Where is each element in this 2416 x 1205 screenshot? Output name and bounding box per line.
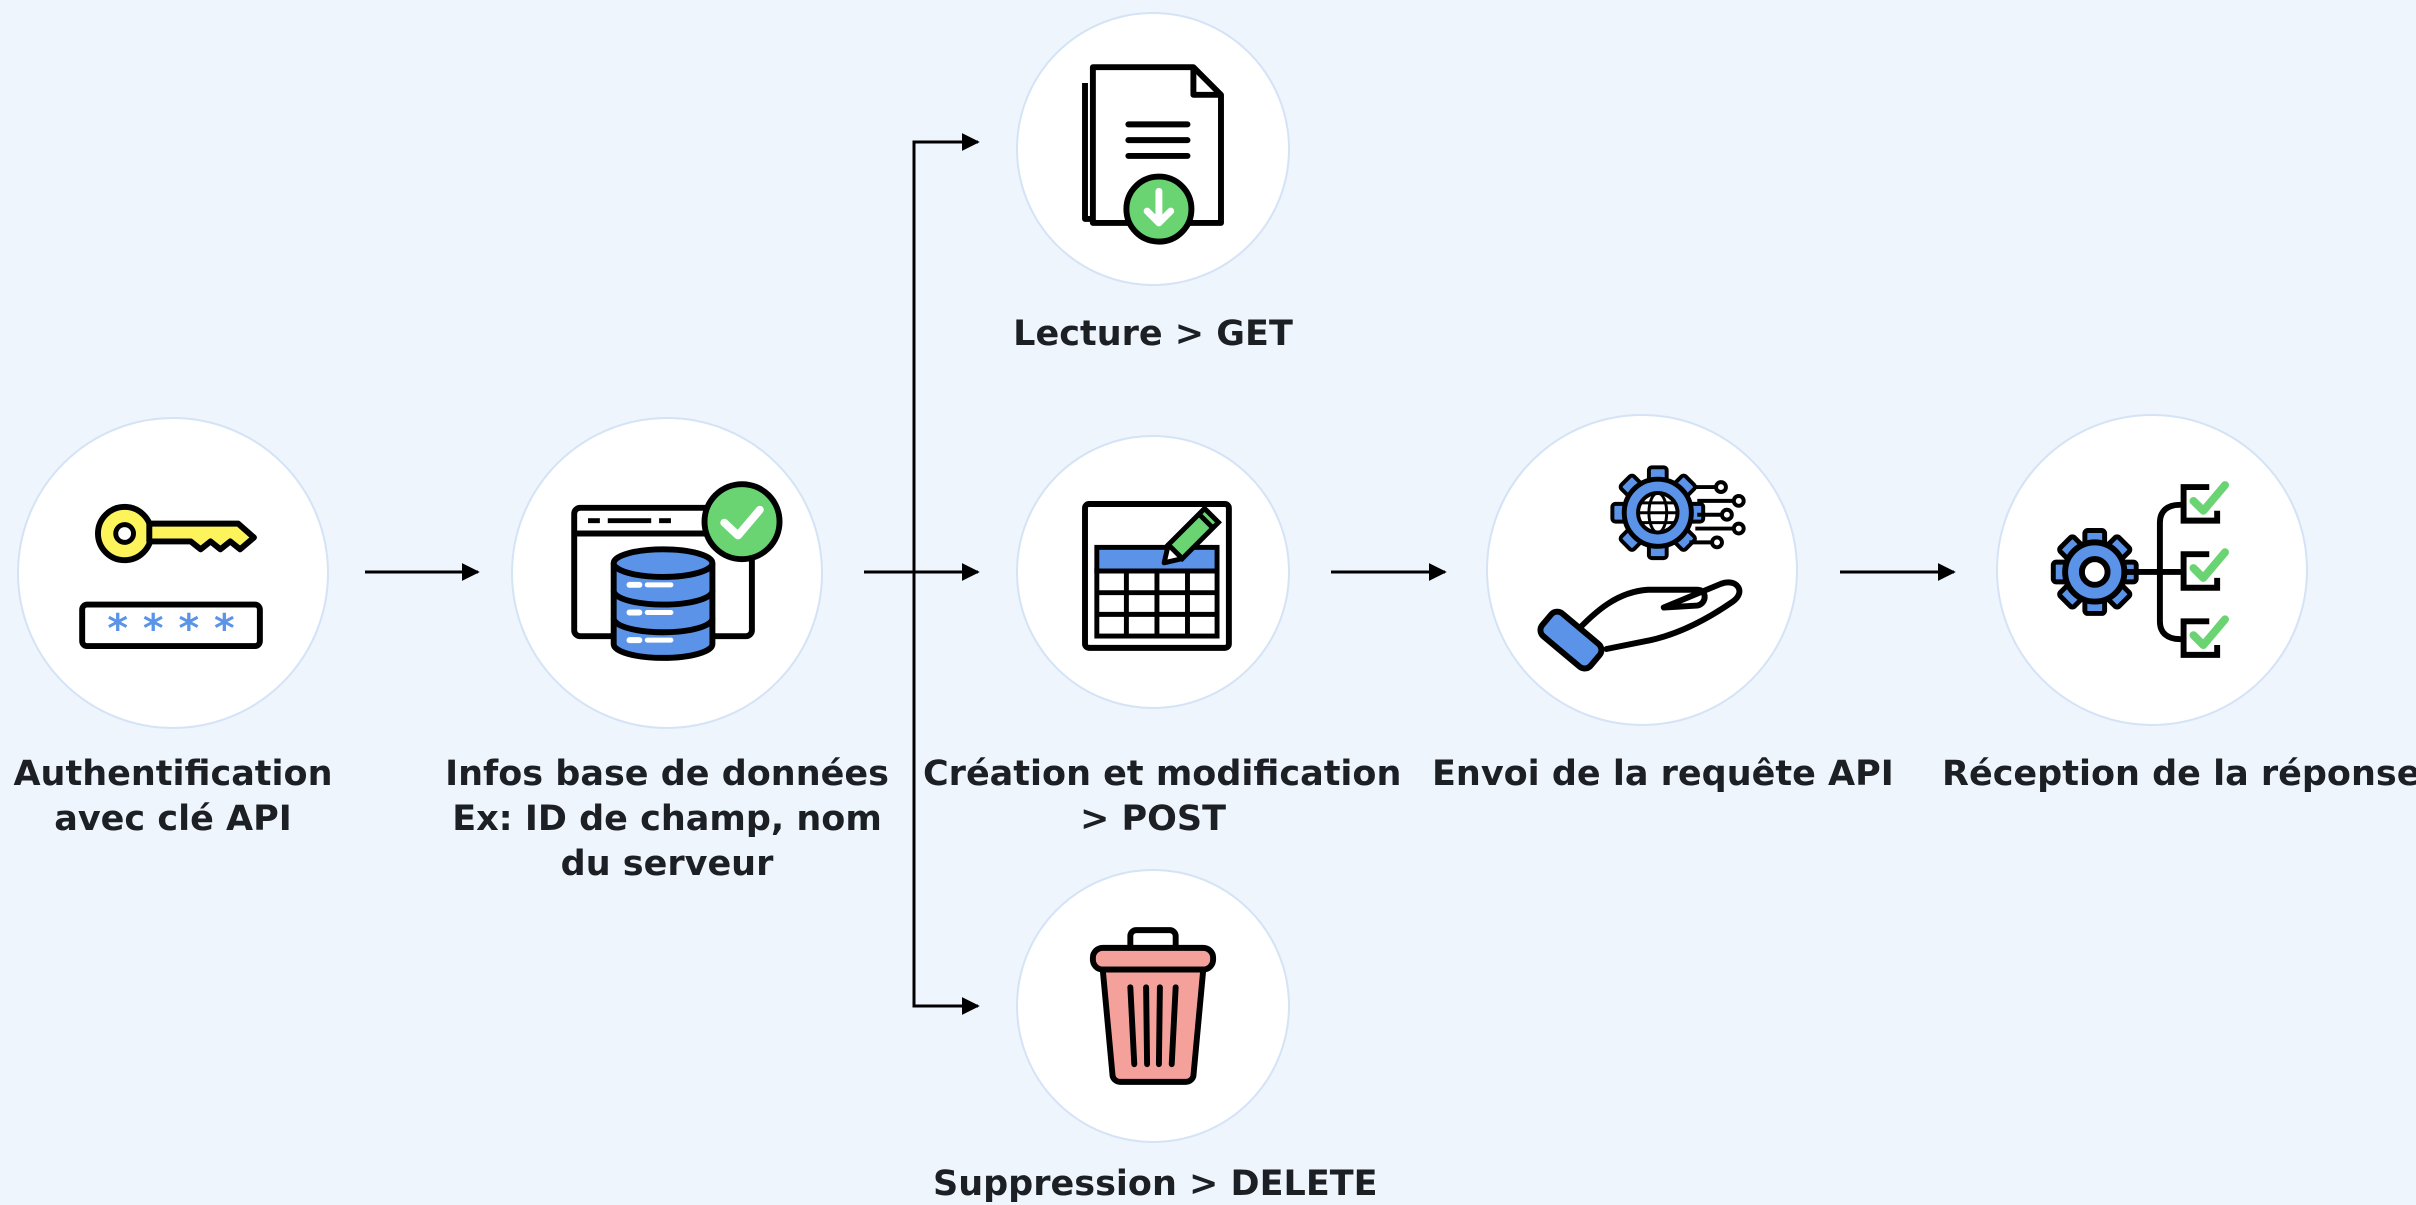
step-create-node <box>1016 435 1290 709</box>
step-create-line1: Création et modification <box>923 754 1402 794</box>
database-check-icon <box>571 481 783 661</box>
step-database-line2: Ex: ID de champ, nom <box>452 799 882 839</box>
step-receive-label: Réception de la réponse <box>1942 752 2416 797</box>
step-read-line1: Lecture > GET <box>1013 314 1293 354</box>
document-download-icon <box>1082 64 1224 245</box>
step-read-node <box>1016 12 1290 286</box>
step-auth-line2: avec clé API <box>54 799 292 839</box>
table-edit-icon <box>1082 501 1232 651</box>
step-read-label: Lecture > GET <box>953 312 1353 357</box>
arrow-branch-to-read <box>912 133 980 572</box>
svg-text:*: * <box>178 606 199 652</box>
step-auth-label: Authentification avec clé API <box>0 752 346 842</box>
step-send-line1: Envoi de la requête API <box>1432 754 1894 794</box>
hand-gear-globe-icon <box>1537 465 1746 672</box>
step-delete-line1: Suppression > DELETE <box>933 1164 1378 1204</box>
step-receive-line1: Réception de la réponse <box>1942 754 2416 794</box>
key-password-icon: * * * * <box>79 503 263 652</box>
step-auth-node: * * * * <box>17 417 329 729</box>
trash-icon <box>1089 927 1217 1085</box>
step-database-line1: Infos base de données <box>445 754 889 794</box>
arrow-branch-to-delete <box>912 572 980 1015</box>
step-create-label: Création et modification > POST <box>923 752 1402 842</box>
step-send-node <box>1486 414 1798 726</box>
step-delete-label: Suppression > DELETE <box>933 1162 1378 1205</box>
svg-text:*: * <box>214 606 235 652</box>
step-database-node <box>511 417 823 729</box>
step-database-label: Infos base de données Ex: ID de champ, n… <box>431 752 903 887</box>
step-create-line2: > POST <box>1080 799 1226 839</box>
step-delete-node <box>1016 869 1290 1143</box>
step-auth-line1: Authentification <box>13 754 333 794</box>
step-send-label: Envoi de la requête API <box>1432 752 1894 797</box>
gear-checklist-icon <box>2050 481 2229 658</box>
svg-text:*: * <box>107 606 128 652</box>
step-receive-node <box>1996 414 2308 726</box>
svg-text:*: * <box>143 606 164 652</box>
step-database-line3: du serveur <box>560 844 774 884</box>
